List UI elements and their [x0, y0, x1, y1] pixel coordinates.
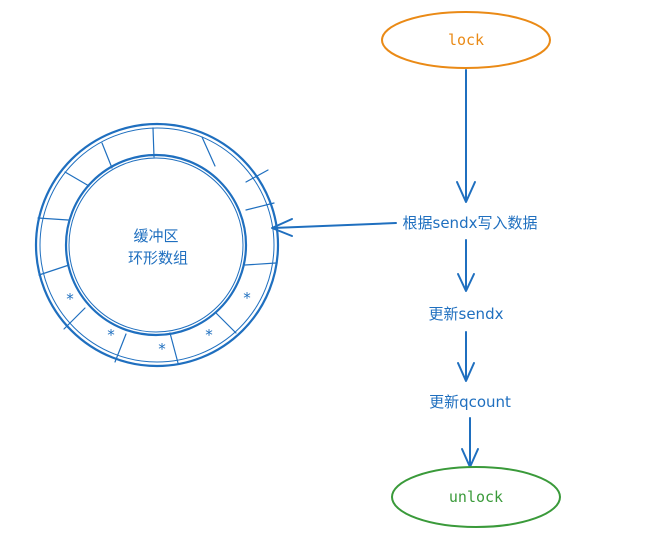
step-update-qcount-label: 更新qcount: [429, 393, 511, 411]
filled-slot-marker: *: [242, 289, 251, 307]
ring-divider: [152, 127, 155, 158]
step-update-sendx-label: 更新sendx: [429, 305, 504, 323]
ring-divider: [114, 333, 127, 363]
arrow-lock-to-write: [456, 69, 476, 203]
ring-slot-dividers: [37, 127, 277, 364]
step-write-label: 根据sendx写入数据: [403, 214, 538, 232]
lock-label: lock: [448, 31, 484, 49]
ring-divider: [245, 169, 269, 183]
ring-divider: [64, 171, 90, 187]
unlock-label: unlock: [449, 488, 503, 506]
ring-title-line1: 缓冲区: [133, 227, 178, 245]
ring-divider: [244, 262, 277, 266]
ring-divider: [201, 136, 216, 167]
ring-divider: [245, 202, 275, 211]
arrow-write-to-ring: [271, 218, 397, 237]
ring-divider: [63, 307, 86, 330]
arrow-sendx-to-qcount: [457, 331, 475, 382]
filled-slot-marker: *: [65, 290, 74, 308]
unlock-node: unlock: [391, 466, 561, 528]
ring-divider: [101, 142, 113, 169]
filled-slot-marker: *: [106, 326, 115, 344]
ring-title-line2: 环形数组: [128, 249, 188, 267]
lock-node: lock: [381, 11, 551, 69]
ring-divider: [215, 312, 237, 334]
filled-slot-marker: *: [204, 326, 213, 344]
arrow-qcount-to-unlock: [461, 417, 479, 468]
ring-buffer: * * * * * 缓冲区 环形数组: [34, 122, 280, 368]
ring-divider: [38, 264, 70, 276]
ring-divider: [37, 217, 69, 221]
ring-divider: [169, 332, 179, 364]
arrow-write-to-sendx: [457, 239, 475, 292]
filled-slot-marker: *: [157, 340, 166, 358]
